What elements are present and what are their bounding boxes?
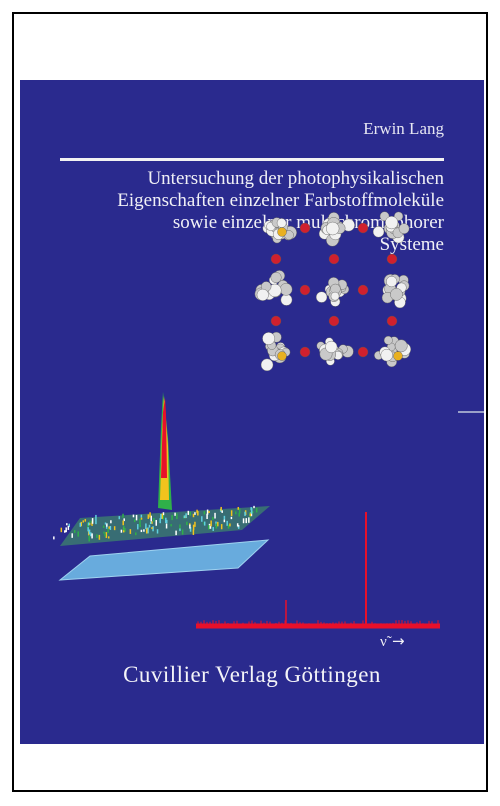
axis-arrow-icon: → <box>392 632 405 650</box>
publisher-name: Cuvillier Verlag Göttingen <box>123 662 381 687</box>
author-name: Erwin Lang <box>363 119 444 138</box>
spectrum-illustration <box>196 512 440 629</box>
title-line-1: Untersuchung der photophysikalischen <box>147 168 444 189</box>
book-cover: Erwin Lang Untersuchung der photophysika… <box>20 80 484 744</box>
fluorescence-peak-illustration <box>53 392 270 581</box>
title-line-2: Eigenschaften einzelner Farbstoffmolekül… <box>117 190 444 211</box>
title-divider <box>60 158 444 161</box>
axis-wavenumber-label: ν̃ <box>380 634 392 650</box>
cover-illustration: ν̃ → <box>53 211 484 650</box>
molecule-illustration <box>254 211 412 372</box>
